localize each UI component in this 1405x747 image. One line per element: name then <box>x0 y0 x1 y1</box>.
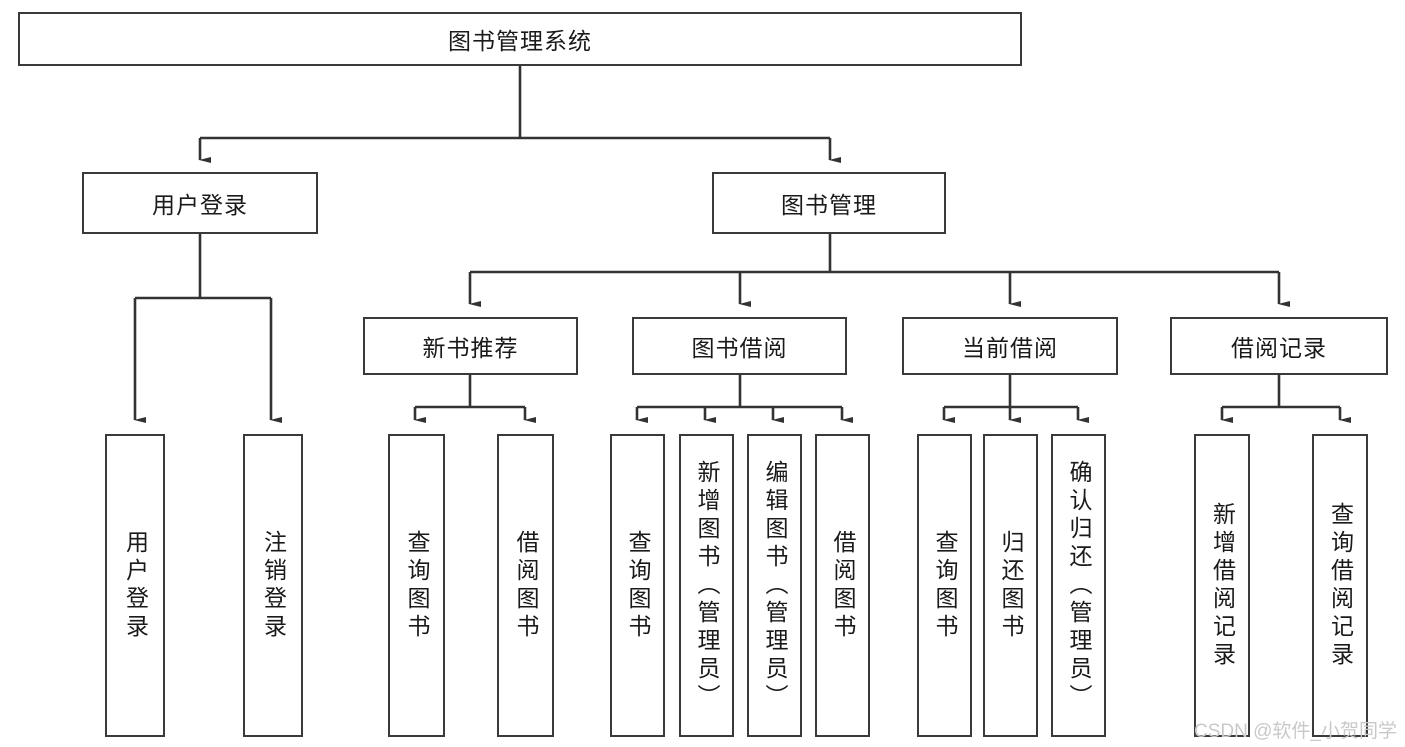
node-label: 注销登录 <box>260 529 287 642</box>
leaf-user-login[interactable]: 用户登录 <box>105 434 165 737</box>
node-label: 归还图书 <box>998 529 1024 642</box>
node-label: 新增借阅记录 <box>1209 501 1236 670</box>
leaf-borrow-add-book-admin[interactable]: 新增图书（管理员） <box>679 434 734 737</box>
node-current-borrow[interactable]: 当前借阅 <box>902 317 1118 375</box>
node-user-login[interactable]: 用户登录 <box>82 172 318 234</box>
node-label: 图书借阅 <box>691 335 788 361</box>
node-label: 查询图书 <box>404 529 430 642</box>
node-label: 图书管理系统 <box>448 28 592 54</box>
node-book-borrow[interactable]: 图书借阅 <box>632 317 847 375</box>
node-label: 用户登录 <box>152 192 248 218</box>
node-label: 当前借阅 <box>962 335 1058 361</box>
leaf-recommend-borrow-book[interactable]: 借阅图书 <box>497 434 554 737</box>
leaf-logout-login[interactable]: 注销登录 <box>243 434 303 737</box>
node-label: 查询图书 <box>932 529 958 642</box>
node-book-management[interactable]: 图书管理 <box>712 172 946 234</box>
node-label: 新书推荐 <box>422 335 519 361</box>
leaf-recommend-query-book[interactable]: 查询图书 <box>388 434 445 737</box>
node-borrow-records[interactable]: 借阅记录 <box>1170 317 1388 375</box>
node-label: 查询图书 <box>625 529 651 642</box>
leaf-records-add-record[interactable]: 新增借阅记录 <box>1194 434 1250 737</box>
node-label: 用户登录 <box>122 529 149 642</box>
node-label: 新增图书（管理员） <box>694 459 720 712</box>
node-label: 确认归还（管理员） <box>1066 459 1092 712</box>
leaf-borrow-borrow-book[interactable]: 借阅图书 <box>815 434 870 737</box>
node-label: 借阅图书 <box>830 529 856 642</box>
leaf-borrow-query-book[interactable]: 查询图书 <box>610 434 665 737</box>
node-label: 图书管理 <box>781 192 877 218</box>
node-label: 编辑图书（管理员） <box>762 459 788 712</box>
leaf-records-query-record[interactable]: 查询借阅记录 <box>1312 434 1368 737</box>
leaf-current-return-book[interactable]: 归还图书 <box>983 434 1038 737</box>
node-label: 借阅记录 <box>1231 335 1327 361</box>
leaf-current-query-book[interactable]: 查询图书 <box>917 434 972 737</box>
leaf-borrow-edit-book-admin[interactable]: 编辑图书（管理员） <box>747 434 802 737</box>
leaf-current-confirm-return-admin[interactable]: 确认归还（管理员） <box>1051 434 1106 737</box>
node-root-system[interactable]: 图书管理系统 <box>18 12 1022 66</box>
node-new-book-recommend[interactable]: 新书推荐 <box>363 317 578 375</box>
node-label: 借阅图书 <box>513 529 539 642</box>
node-label: 查询借阅记录 <box>1327 501 1354 670</box>
